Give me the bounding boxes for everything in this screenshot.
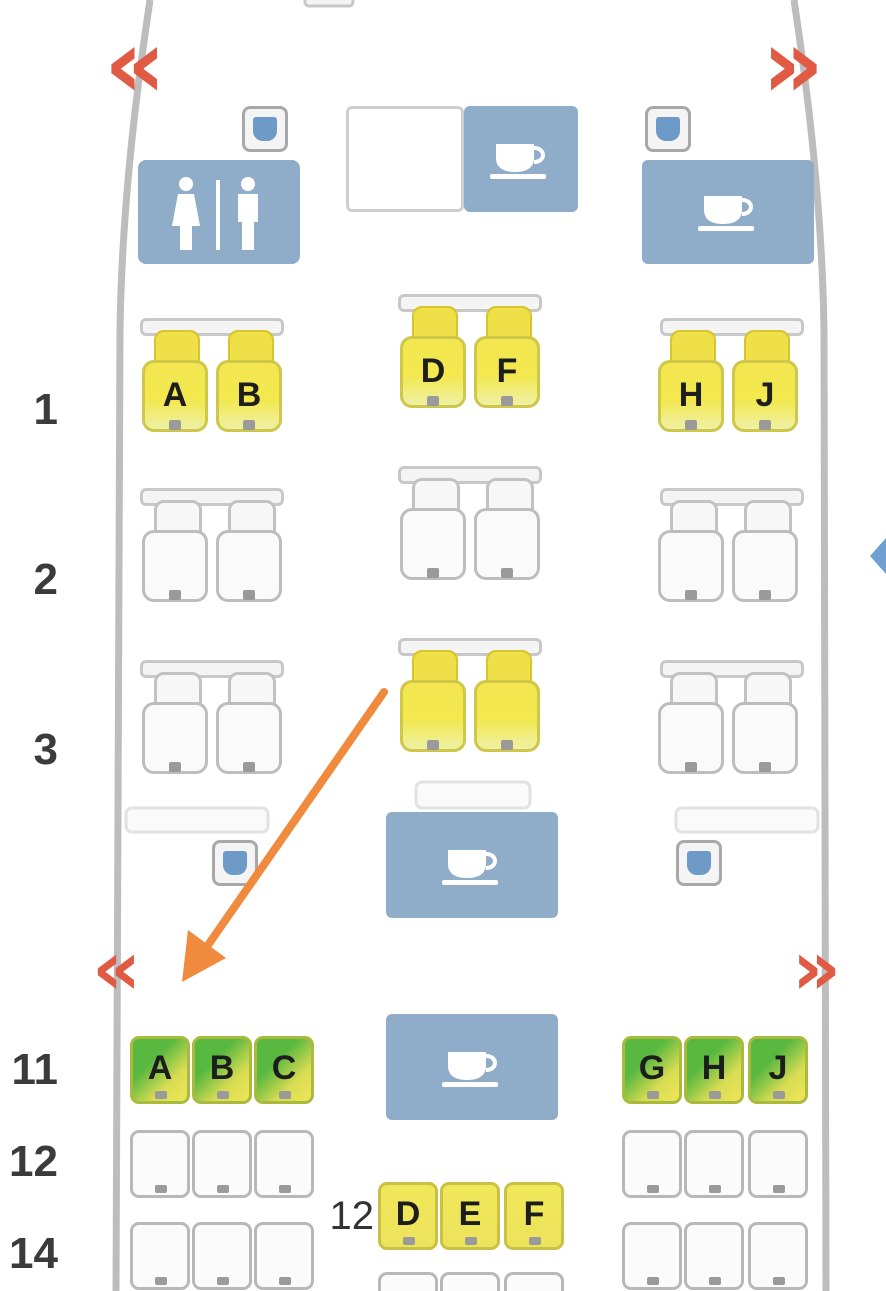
restroom-icon	[172, 177, 258, 250]
seat-occupied[interactable]	[472, 478, 544, 582]
seat-h[interactable]: H	[656, 330, 728, 434]
jumpseat-icon	[676, 840, 722, 886]
seat-occupied[interactable]	[748, 1130, 808, 1198]
galley	[464, 106, 578, 212]
seat-occupied[interactable]	[398, 650, 470, 754]
seat-c[interactable]: C	[254, 1036, 314, 1104]
seat-letter: H	[678, 376, 704, 414]
seat-occupied[interactable]	[656, 500, 728, 604]
seat-letter: D	[420, 352, 446, 390]
row-number: 1	[33, 385, 58, 434]
seat-occupied[interactable]	[254, 1130, 314, 1198]
row-number: 14	[9, 1229, 58, 1278]
closet	[346, 106, 464, 212]
galley	[386, 812, 558, 918]
seat-letter: J	[755, 376, 775, 414]
seat-a[interactable]: A	[130, 1036, 190, 1104]
seat-occupied[interactable]	[140, 672, 212, 776]
seat-letter: E	[458, 1195, 482, 1233]
galley	[642, 160, 814, 264]
seat-b[interactable]: B	[214, 330, 286, 434]
seat-occupied[interactable]	[472, 650, 544, 754]
seat-occupied[interactable]	[730, 672, 802, 776]
seat-e[interactable]: E	[440, 1182, 500, 1250]
seat-occupied[interactable]	[398, 478, 470, 582]
coffee-cup-icon	[442, 1052, 498, 1087]
jumpseat-icon	[645, 106, 691, 152]
seat-occupied[interactable]	[656, 672, 728, 776]
seat-occupied[interactable]	[748, 1222, 808, 1290]
seat-occupied[interactable]	[684, 1130, 744, 1198]
seat-letter: F	[523, 1195, 545, 1233]
jumpseat-icon	[212, 840, 258, 886]
jumpseat-icon	[242, 106, 288, 152]
seat-b[interactable]: B	[192, 1036, 252, 1104]
seat-occupied[interactable]	[140, 500, 212, 604]
seat-letter: D	[395, 1195, 421, 1233]
seat-g[interactable]: G	[622, 1036, 682, 1104]
coffee-cup-icon	[442, 850, 498, 885]
seat-letter: C	[271, 1049, 297, 1087]
seat-occupied[interactable]	[504, 1272, 564, 1291]
seat-occupied[interactable]	[622, 1130, 682, 1198]
row-number: 3	[33, 725, 58, 774]
galley	[386, 1014, 558, 1120]
seat-occupied[interactable]	[192, 1222, 252, 1290]
seat-f[interactable]: F	[504, 1182, 564, 1250]
seat-d[interactable]: D	[398, 306, 470, 410]
seat-occupied[interactable]	[130, 1222, 190, 1290]
row-number: 11	[11, 1045, 58, 1094]
seat-h[interactable]: H	[684, 1036, 744, 1104]
seat-occupied[interactable]	[214, 672, 286, 776]
seat-occupied[interactable]	[214, 500, 286, 604]
lavatory	[138, 160, 300, 264]
seat-j[interactable]: J	[730, 330, 802, 434]
row-number: 2	[33, 555, 58, 604]
seat-f[interactable]: F	[472, 306, 544, 410]
seat-occupied[interactable]	[378, 1272, 438, 1291]
seat-letter: A	[162, 376, 188, 414]
coffee-cup-icon	[490, 144, 546, 179]
coffee-cup-icon	[698, 196, 754, 231]
row-number: 12	[9, 1137, 58, 1186]
row-number: 12	[329, 1194, 375, 1238]
seat-letter: G	[638, 1049, 666, 1087]
seat-occupied[interactable]	[192, 1130, 252, 1198]
seat-letter: H	[701, 1049, 727, 1087]
seat-d[interactable]: D	[378, 1182, 438, 1250]
seat-occupied[interactable]	[440, 1272, 500, 1291]
seat-a[interactable]: A	[140, 330, 212, 434]
seat-letter: B	[236, 376, 262, 414]
seat-occupied[interactable]	[622, 1222, 682, 1290]
seat-letter: A	[147, 1049, 173, 1087]
seat-occupied[interactable]	[254, 1222, 314, 1290]
seat-j[interactable]: J	[748, 1036, 808, 1104]
direction-marker-icon	[870, 538, 886, 574]
seat-occupied[interactable]	[130, 1130, 190, 1198]
seat-letter: B	[209, 1049, 235, 1087]
seat-occupied[interactable]	[730, 500, 802, 604]
seat-occupied[interactable]	[684, 1222, 744, 1290]
seat-letter: F	[496, 352, 518, 390]
seat-letter: J	[768, 1049, 788, 1087]
